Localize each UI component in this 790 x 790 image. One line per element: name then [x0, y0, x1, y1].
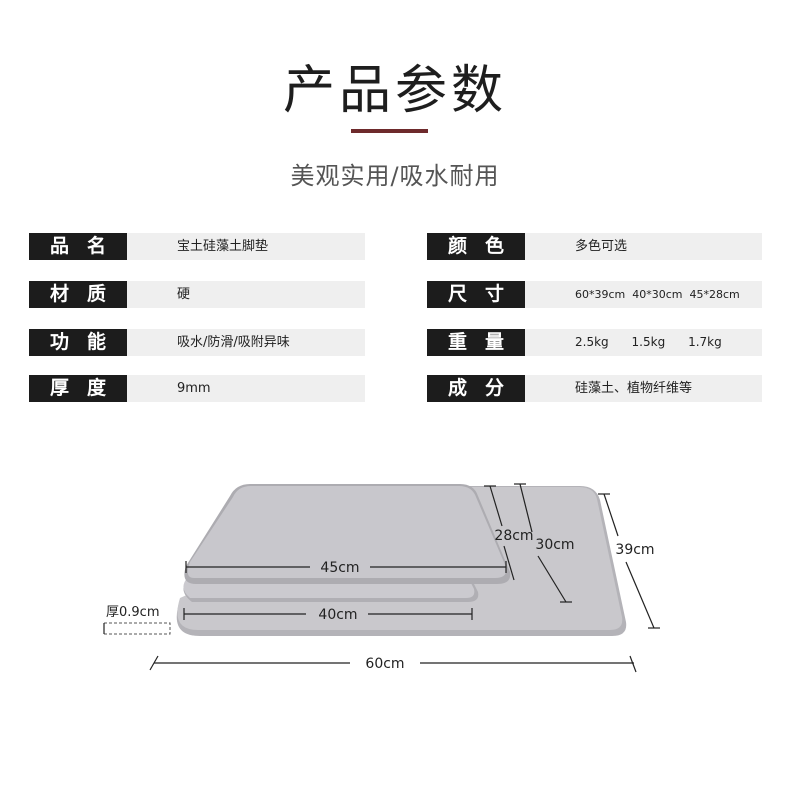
page-subtitle: 美观实用/吸水耐用	[290, 162, 500, 190]
spec-row-thickness: 厚度 9mm	[29, 375, 365, 402]
dimension-60cm: 60cm	[149, 655, 637, 673]
spec-row-composition: 成分 硅藻土、植物纤维等	[427, 375, 762, 402]
page-title: 产品参数	[282, 61, 507, 121]
dimension-30cm: 30cm	[514, 483, 575, 603]
spec-label: 品名	[29, 233, 127, 260]
label-60cm: 60cm	[365, 656, 404, 672]
mat-small	[184, 484, 511, 584]
spec-row-size: 尺寸 60*39cm 40*30cm 45*28cm	[427, 281, 762, 308]
spec-row-name: 品名 宝土硅藻土脚垫	[29, 233, 365, 260]
label-45cm: 45cm	[320, 560, 359, 576]
spec-label: 功能	[29, 329, 127, 356]
spec-value: 多色可选	[575, 239, 628, 254]
spec-row-weight: 重量 2.5kg 1.5kg 1.7kg	[427, 329, 762, 356]
title-accent-line	[351, 129, 428, 133]
spec-value: 硬	[177, 287, 191, 302]
label-thickness: 厚0.9cm	[106, 605, 160, 620]
spec-value: 硅藻土、植物纤维等	[575, 381, 693, 396]
label-39cm: 39cm	[615, 542, 654, 558]
spec-row-function: 功能 吸水/防滑/吸附异味	[29, 329, 365, 356]
spec-value: 吸水/防滑/吸附异味	[177, 335, 290, 350]
spec-value: 宝土硅藻土脚垫	[177, 239, 269, 254]
spec-value: 60*39cm 40*30cm 45*28cm	[575, 288, 740, 301]
spec-row-color: 颜色 多色可选	[427, 233, 762, 260]
spec-label: 成分	[427, 375, 525, 402]
spec-label: 材质	[29, 281, 127, 308]
label-40cm: 40cm	[318, 607, 357, 623]
label-28cm: 28cm	[494, 528, 533, 544]
label-30cm: 30cm	[535, 537, 574, 553]
spec-label: 重量	[427, 329, 525, 356]
dimension-thickness: 厚0.9cm	[103, 605, 171, 635]
spec-label: 厚度	[29, 375, 127, 402]
spec-value: 2.5kg 1.5kg 1.7kg	[575, 335, 722, 349]
dimension-40cm: 40cm	[183, 607, 473, 623]
dimension-45cm: 45cm	[185, 560, 507, 576]
spec-value: 9mm	[177, 381, 211, 396]
spec-row-material: 材质 硬	[29, 281, 365, 308]
dimension-28cm: 28cm	[484, 485, 534, 581]
spec-label: 尺寸	[427, 281, 525, 308]
dimension-39cm: 39cm	[598, 493, 660, 629]
spec-label: 颜色	[427, 233, 525, 260]
